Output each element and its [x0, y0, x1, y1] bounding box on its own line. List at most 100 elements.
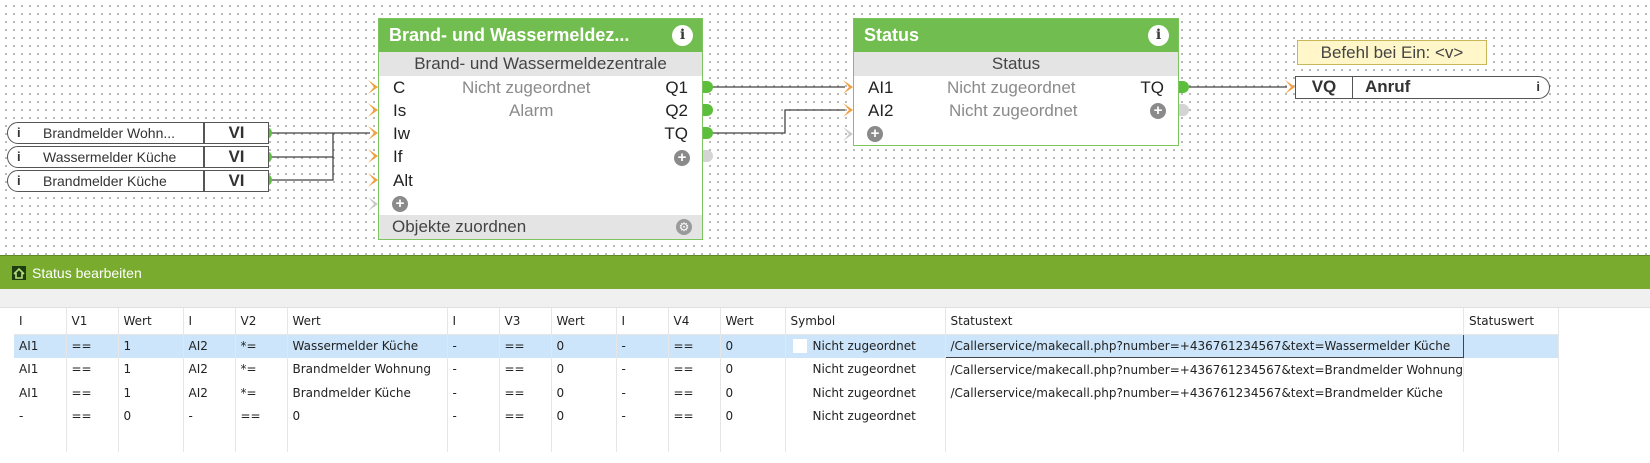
column-header-wert2[interactable]: Wert	[287, 308, 448, 335]
cell-i3[interactable]: -	[447, 334, 500, 358]
add-input-icon[interactable]: +	[392, 196, 408, 212]
cell-v1[interactable]: ==	[66, 404, 119, 428]
input-label-is[interactable]: Is	[393, 101, 407, 120]
column-header-symbol[interactable]: Symbol	[785, 308, 946, 335]
cell-i4[interactable]: -	[616, 334, 669, 358]
cell-statuswert[interactable]	[1463, 334, 1559, 358]
status-block[interactable]: Status i Status AI1 AI2 + Nicht zugeordn…	[853, 18, 1179, 146]
cell-v4[interactable]: ==	[668, 357, 721, 381]
empty-cell[interactable]	[616, 428, 669, 452]
cell-wert2[interactable]: Brandmelder Wohnung	[287, 357, 448, 381]
cell-i1[interactable]: AI1	[14, 381, 67, 405]
cell-i1[interactable]: -	[14, 404, 67, 428]
add-output-icon[interactable]: +	[1150, 103, 1166, 119]
cell-i2[interactable]: AI2	[183, 334, 236, 358]
column-header-v3[interactable]: V3	[499, 308, 552, 335]
cell-wert4[interactable]: 0	[720, 404, 786, 428]
empty-cell[interactable]	[118, 428, 184, 452]
cell-i1[interactable]: AI1	[14, 357, 67, 381]
cell-wert1[interactable]: 1	[118, 357, 184, 381]
output-label-q1[interactable]: Q1	[665, 78, 688, 97]
cell-v1[interactable]: ==	[66, 357, 119, 381]
input-object-brandmelder-kueche[interactable]: i Brandmelder Küche VI	[7, 170, 269, 192]
output-object-anruf[interactable]: VQ Anruf i	[1295, 76, 1550, 99]
cell-wert3[interactable]: 0	[551, 404, 617, 428]
add-output-icon[interactable]: +	[674, 150, 690, 166]
cell-wert4[interactable]: 0	[720, 381, 786, 405]
cell-wert2[interactable]: 0	[287, 404, 448, 428]
empty-table-row[interactable]	[14, 428, 1559, 452]
cell-i4[interactable]: -	[616, 381, 669, 405]
info-icon[interactable]: i	[17, 173, 21, 188]
cell-i2[interactable]: AI2	[183, 357, 236, 381]
cell-statustext[interactable]: /Callerservice/makecall.php?number=+4367…	[945, 381, 1464, 405]
column-header-wert1[interactable]: Wert	[118, 308, 184, 335]
column-header-statustext[interactable]: Statustext	[945, 308, 1464, 335]
cell-v3[interactable]: ==	[499, 404, 552, 428]
column-header-wert4[interactable]: Wert	[720, 308, 786, 335]
cell-wert3[interactable]: 0	[551, 334, 617, 358]
column-header-v2[interactable]: V2	[235, 308, 288, 335]
cell-v2[interactable]: ==	[235, 404, 288, 428]
input-object-brandmelder-wohnung[interactable]: i Brandmelder Wohn... VI	[7, 122, 269, 144]
cell-symbol[interactable]: Nicht zugeordnet	[785, 404, 946, 428]
column-header-i4[interactable]: I	[616, 308, 669, 335]
cell-v4[interactable]: ==	[668, 381, 721, 405]
empty-cell[interactable]	[1463, 428, 1559, 452]
empty-cell[interactable]	[183, 428, 236, 452]
cell-i2[interactable]: AI2	[183, 381, 236, 405]
empty-cell[interactable]	[235, 428, 288, 452]
output-label-tq[interactable]: TQ	[1140, 78, 1164, 97]
column-header-wert3[interactable]: Wert	[551, 308, 617, 335]
cell-statustext[interactable]: /Callerservice/makecall.php?number=+4367…	[945, 357, 1464, 381]
empty-cell[interactable]	[720, 428, 786, 452]
input-label-if[interactable]: If	[393, 147, 403, 166]
cell-symbol[interactable]: Nicht zugeordnet	[785, 381, 946, 405]
column-header-statuswert[interactable]: Statuswert	[1463, 308, 1559, 335]
cell-statuswert[interactable]	[1463, 357, 1559, 381]
info-icon[interactable]: i	[17, 125, 21, 140]
logic-canvas[interactable]: i Brandmelder Wohn... VI i Wassermelder …	[0, 0, 1650, 265]
cell-v2[interactable]: *=	[235, 357, 288, 381]
info-icon[interactable]: i	[672, 25, 693, 46]
input-label-iw[interactable]: Iw	[393, 124, 410, 143]
info-icon[interactable]: i	[17, 149, 21, 164]
input-label-ai1[interactable]: AI1	[868, 78, 894, 97]
cell-statustext[interactable]: /Callerservice/makecall.php?number=+4367…	[944, 333, 1464, 358]
cell-v4[interactable]: ==	[668, 404, 721, 428]
cell-statuswert[interactable]	[1463, 404, 1559, 428]
cell-v3[interactable]: ==	[499, 357, 552, 381]
empty-cell[interactable]	[66, 428, 119, 452]
cell-statustext[interactable]	[945, 404, 1464, 428]
output-label-q2[interactable]: Q2	[665, 101, 688, 120]
brand-wassermeldezentrale-block[interactable]: Brand- und Wassermeldez... i Brand- und …	[378, 18, 703, 240]
add-input-icon[interactable]: +	[867, 126, 883, 142]
cell-v3[interactable]: ==	[499, 381, 552, 405]
column-header-i1[interactable]: I	[14, 308, 67, 335]
cell-i3[interactable]: -	[447, 357, 500, 381]
info-icon[interactable]: i	[1148, 25, 1169, 46]
cell-wert3[interactable]: 0	[551, 357, 617, 381]
assign-objects-bar[interactable]: Objekte zuordnen ⚙	[379, 215, 702, 239]
cell-statuswert[interactable]	[1463, 381, 1559, 405]
cell-wert2[interactable]: Wassermelder Küche	[287, 334, 448, 358]
cell-wert1[interactable]: 1	[118, 381, 184, 405]
gear-icon[interactable]: ⚙	[676, 219, 692, 235]
cell-wert4[interactable]: 0	[720, 334, 786, 358]
cell-v1[interactable]: ==	[66, 334, 119, 358]
input-label-c[interactable]: C	[393, 78, 406, 97]
cell-i4[interactable]: -	[616, 404, 669, 428]
input-object-wassermelder-kueche[interactable]: i Wassermelder Küche VI	[7, 146, 269, 168]
cell-i3[interactable]: -	[447, 381, 500, 405]
input-label-alt[interactable]: Alt	[393, 171, 413, 190]
empty-cell[interactable]	[287, 428, 448, 452]
cell-i2[interactable]: -	[183, 404, 236, 428]
info-icon[interactable]: i	[1536, 79, 1540, 94]
output-label-tq[interactable]: TQ	[664, 124, 688, 143]
empty-cell[interactable]	[551, 428, 617, 452]
column-header-i2[interactable]: I	[183, 308, 236, 335]
